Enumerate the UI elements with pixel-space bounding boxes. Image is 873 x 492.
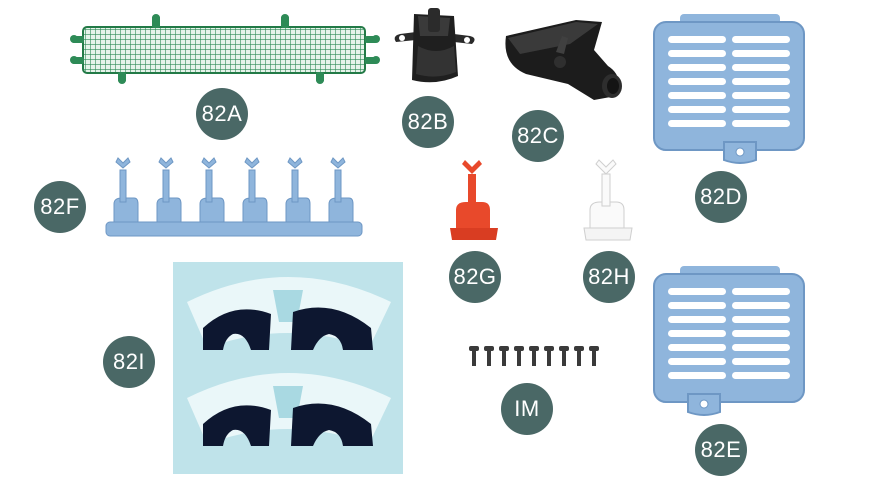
- black-bracket-icon: [394, 8, 475, 83]
- label-82I: 82I: [103, 336, 155, 388]
- label-82F: 82F: [34, 181, 86, 233]
- label-82H: 82H: [583, 251, 635, 303]
- green-mesh-grille-icon: [70, 14, 380, 84]
- label-82B: 82B: [402, 96, 454, 148]
- blue-vent-grille-icon: [653, 266, 805, 416]
- label-82E: 82E: [695, 424, 747, 476]
- blue-sprue-icon: [105, 157, 363, 237]
- decal-sheet-icon: [173, 262, 403, 474]
- white-clip-icon: [583, 159, 633, 241]
- screws-icon: [469, 346, 599, 366]
- label-82G: 82G: [449, 251, 501, 303]
- label-82C: 82C: [512, 110, 564, 162]
- label-82D: 82D: [695, 171, 747, 223]
- label-82A: 82A: [196, 88, 248, 140]
- black-duct-icon: [505, 20, 622, 100]
- blue-vent-grille-icon: [653, 14, 805, 164]
- label-IM: IM: [501, 383, 553, 435]
- red-clip-icon: [450, 160, 498, 240]
